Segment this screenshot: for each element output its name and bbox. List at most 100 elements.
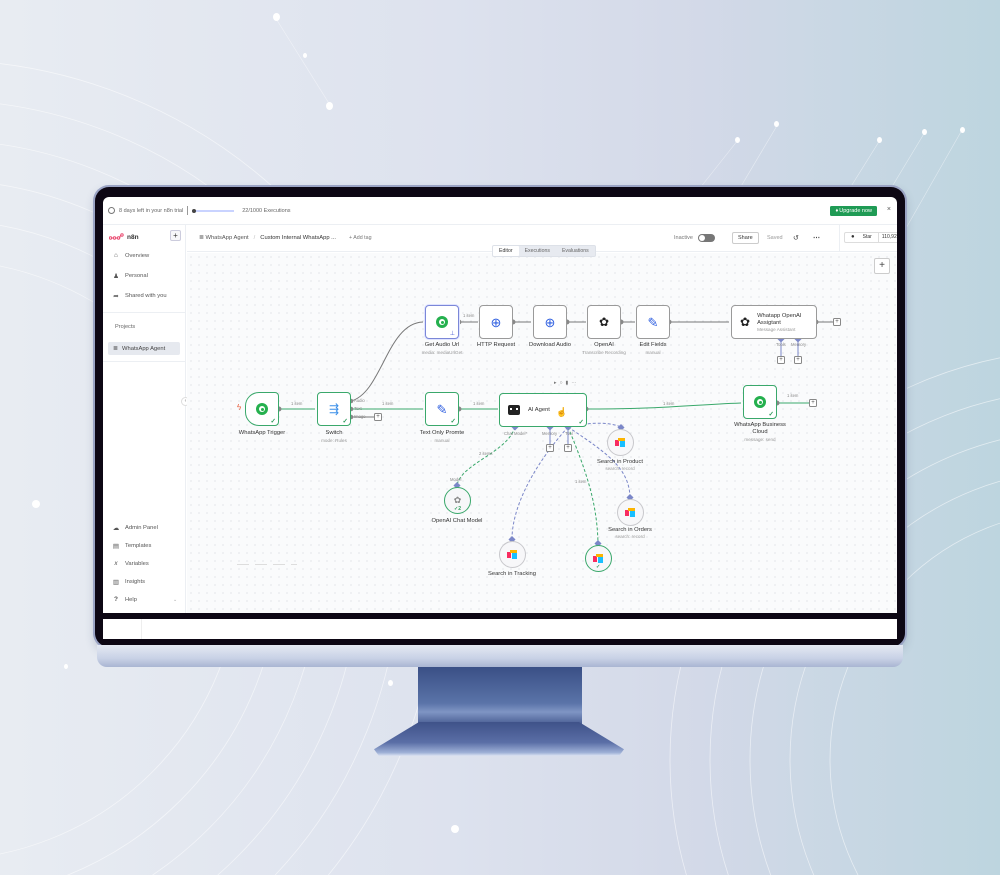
node-whatsapp-openai-assistant[interactable]: ✿ Whatapp OpenAI Assigtant Message Assis… xyxy=(731,305,817,339)
node-openai-chat-model[interactable]: ✿ ✓2 xyxy=(444,487,471,514)
divider xyxy=(141,619,142,639)
edge-label: 1 item xyxy=(473,401,485,406)
edge-label: 1 item xyxy=(291,401,303,406)
more-icon[interactable]: ⋯ xyxy=(571,380,580,386)
tab-editor[interactable]: Editor xyxy=(493,246,519,256)
more-options-icon[interactable]: ⋯ xyxy=(813,235,820,242)
tab-executions[interactable]: Executions xyxy=(524,248,550,254)
chart-icon: ▥ xyxy=(112,579,120,586)
trash-icon[interactable]: ▮ xyxy=(565,380,572,386)
switch-output-image: Image xyxy=(354,414,366,419)
add-tag-button[interactable]: + Add tag xyxy=(349,235,372,241)
history-icon[interactable]: ↺ xyxy=(793,235,799,242)
view-tabs: Editor Executions Evaluations xyxy=(492,245,596,257)
edge-label: 1 item xyxy=(463,313,475,318)
activation-status: Inactive xyxy=(674,235,693,241)
sidebar-item-help[interactable]: ? Help ⌄ xyxy=(112,596,177,603)
sidebar: n8n + ⌂ Overview ♟ Personal ➦ Shared wit… xyxy=(103,225,186,613)
sidebar-item-label: Admin Panel xyxy=(125,525,158,531)
user-icon: ♟ xyxy=(113,273,119,280)
add-memory-button[interactable]: + xyxy=(794,356,802,364)
robot-icon xyxy=(508,405,520,415)
sidebar-item-shared[interactable]: ➦ Shared with you xyxy=(112,292,167,300)
n8n-app-screen: 8 days left in your n8n trial 22/1000 Ex… xyxy=(103,197,897,613)
sidebar-item-insights[interactable]: ▥ Insights xyxy=(112,578,145,586)
sidebar-item-admin-panel[interactable]: ☁ Admin Panel xyxy=(112,524,158,532)
node-get-audio-url[interactable]: ⊥ xyxy=(425,305,459,339)
project-breadcrumb[interactable]: ≣ WhatsApp Agent xyxy=(199,235,249,241)
project-label: WhatsApp Agent xyxy=(122,345,166,352)
node-search-tool-success[interactable]: ✓ xyxy=(585,545,612,572)
monitor-stand-neck xyxy=(418,667,582,727)
sidebar-item-templates[interactable]: ▤ Templates xyxy=(112,542,152,550)
decor-dot xyxy=(303,53,307,58)
upgrade-now-button[interactable]: ♦ Upgrade now xyxy=(830,206,877,216)
node-ai-agent[interactable]: AI Agent ☝ ✓ xyxy=(499,393,587,427)
sidebar-item-label: Help xyxy=(125,596,137,603)
node-subtitle: message: send xyxy=(744,437,776,442)
node-openai[interactable]: ✿ xyxy=(587,305,621,339)
trial-banner: 8 days left in your n8n trial 22/1000 Ex… xyxy=(103,197,897,225)
add-node-button[interactable]: + xyxy=(874,258,890,274)
breadcrumb-separator: / xyxy=(253,235,256,241)
sidebar-item-personal[interactable]: ♟ Personal xyxy=(112,272,148,280)
whatsapp-icon xyxy=(754,396,766,408)
node-whatsapp-trigger[interactable]: ✓ xyxy=(245,392,279,426)
trigger-bolt-icon: ϟ xyxy=(237,403,242,412)
workflow-canvas[interactable]: + xyxy=(187,253,897,613)
power-icon[interactable]: ○ xyxy=(559,380,566,386)
github-star-button[interactable]: ●Star 110,923 xyxy=(844,232,897,243)
executions-count: 22/1000 Executions xyxy=(242,207,291,214)
node-switch[interactable]: ⇶ ✓ xyxy=(317,392,351,426)
monitor-chin xyxy=(97,645,903,667)
add-tool-button[interactable]: + xyxy=(777,356,785,364)
github-area: ●Star 110,923 xyxy=(839,225,897,252)
node-label: Text Only Promte xyxy=(419,430,465,436)
decor-dot xyxy=(451,825,459,833)
node-edit-fields[interactable]: ✎ xyxy=(636,305,670,339)
port-tools: Tools xyxy=(776,342,786,347)
node-download-audio[interactable]: ⊕ xyxy=(533,305,567,339)
add-node-after-assistant[interactable]: + xyxy=(833,318,841,326)
node-text-only-prompt[interactable]: ✎ ✓ xyxy=(425,392,459,426)
node-search-in-orders[interactable] xyxy=(617,499,644,526)
port-memory: Memory xyxy=(791,342,807,347)
node-whatsapp-business-cloud[interactable]: ✓ xyxy=(743,385,777,419)
node-label: WhatsApp Trigger xyxy=(238,430,286,436)
close-banner-icon[interactable]: × xyxy=(886,206,891,213)
node-label: Edit Fields xyxy=(639,342,667,348)
add-node-after-image[interactable]: + xyxy=(374,413,382,421)
node-label: HTTP Request xyxy=(476,342,516,348)
decor-dot xyxy=(735,137,740,143)
sidebar-project-whatsapp-agent[interactable]: ≣ WhatsApp Agent xyxy=(108,342,180,355)
openai-icon: ✿ xyxy=(453,495,462,505)
switch-icon: ⇶ xyxy=(328,402,340,416)
sidebar-item-label: Shared with you xyxy=(125,293,167,299)
tab-evaluations[interactable]: Evaluations xyxy=(561,248,589,254)
sidebar-item-variables[interactable]: x Variables xyxy=(112,560,148,567)
workflow-name[interactable]: Custom Internal WhatsApp ... xyxy=(260,235,336,241)
add-tool-button[interactable]: + xyxy=(564,444,572,452)
decor-dot xyxy=(326,102,333,110)
create-button[interactable]: + xyxy=(170,230,181,241)
star-label: Star xyxy=(862,234,872,240)
node-toolbar[interactable]: ▸○▮⋯ xyxy=(554,380,579,386)
node-subtitle: mode: Rules xyxy=(321,438,347,443)
node-search-in-product[interactable] xyxy=(607,429,634,456)
sidebar-item-overview[interactable]: ⌂ Overview xyxy=(112,252,149,259)
whatsapp-icon xyxy=(436,316,448,328)
n8n-logo[interactable]: n8n xyxy=(109,233,139,241)
node-search-in-tracking[interactable] xyxy=(499,541,526,568)
activate-toggle[interactable] xyxy=(698,234,715,242)
chevron-down-icon: ⌄ xyxy=(172,596,178,603)
success-check-icon: ✓ xyxy=(450,418,456,425)
decor-dot xyxy=(774,121,779,127)
node-http-request[interactable]: ⊕ xyxy=(479,305,513,339)
decor-dot xyxy=(64,664,68,669)
add-node-after-whatsapp[interactable]: + xyxy=(809,399,817,407)
add-memory-button[interactable]: + xyxy=(546,444,554,452)
share-icon: ➦ xyxy=(113,293,119,300)
decor-dot xyxy=(877,137,882,143)
play-icon[interactable]: ▸ xyxy=(554,380,560,386)
share-button[interactable]: Share xyxy=(732,232,759,244)
